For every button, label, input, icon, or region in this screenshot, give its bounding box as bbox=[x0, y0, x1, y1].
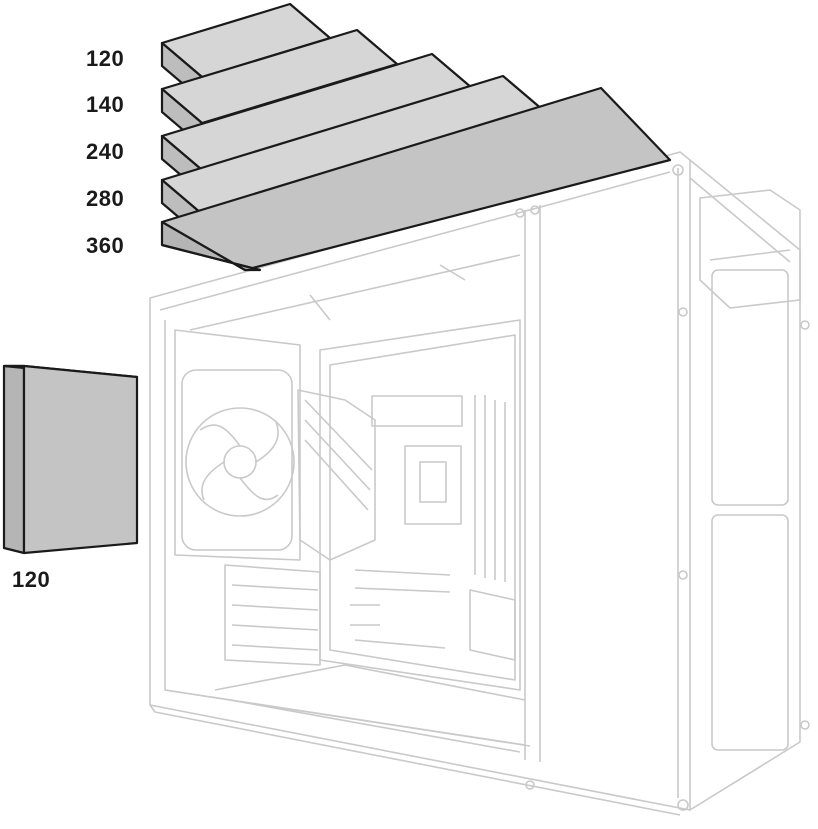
top-radiator-label-140: 140 bbox=[86, 92, 125, 117]
motherboard-icon bbox=[329, 334, 516, 681]
cpu-fan-icon bbox=[181, 369, 295, 551]
top-radiator-label-360: 360 bbox=[86, 233, 125, 258]
top-radiator-label-240: 240 bbox=[86, 139, 125, 164]
top-radiator-stack bbox=[160, 2, 672, 272]
rear-radiator bbox=[2, 364, 139, 555]
top-radiator-label-280: 280 bbox=[86, 186, 125, 211]
pc-case-icon bbox=[149, 151, 810, 816]
top-radiator-label-120: 120 bbox=[86, 46, 125, 71]
rear-radiator-label: 120 bbox=[12, 567, 51, 592]
radiator-panel-icon bbox=[160, 86, 672, 272]
